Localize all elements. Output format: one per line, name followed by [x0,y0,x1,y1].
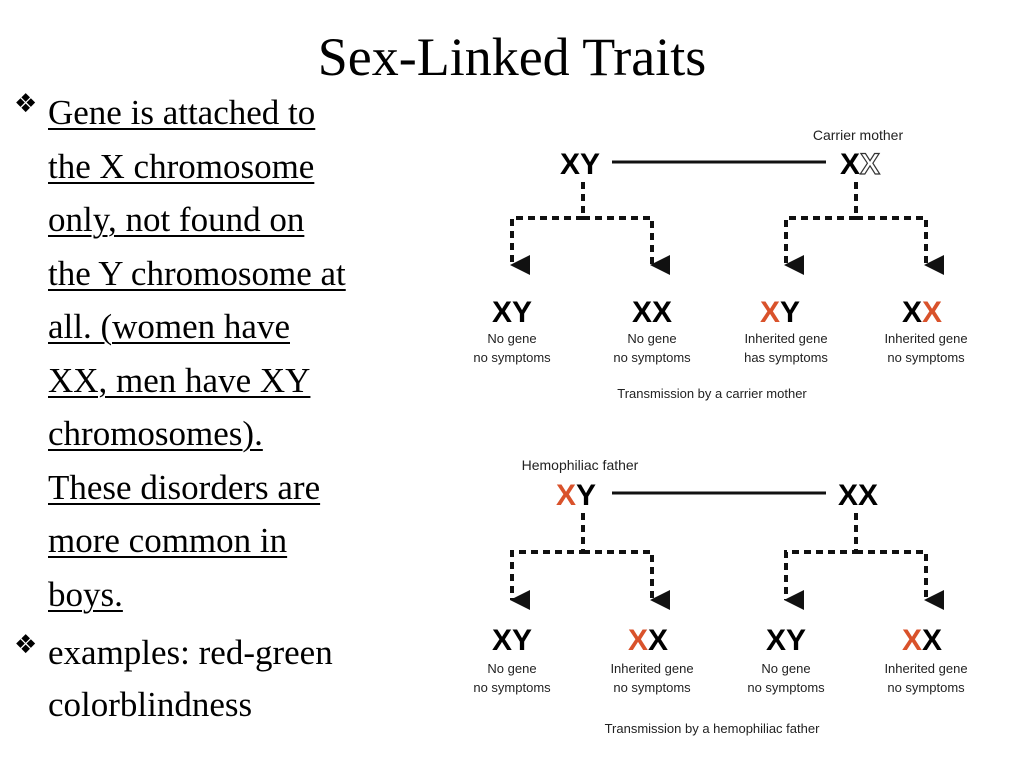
bullet-line: These disorders are [48,467,321,507]
bullet-line: more common in [48,521,288,560]
child-note: Inherited gene [744,331,827,346]
bullet-line: XX, men have XY [48,360,311,400]
father-genotype: XY [560,148,600,181]
genotype-text: XX [632,296,672,329]
child-3: XY XY Inherited gene has symptoms [744,296,828,365]
child-note: No gene [627,331,676,346]
diagram-caption: Transmission by a carrier mother [617,386,807,401]
svg-text:XY: XY [556,479,596,512]
father-genotype: XY [556,479,596,512]
slide-title: Sex-Linked Traits [317,27,707,87]
child-note: No gene [761,661,810,676]
child-note: no symptoms [473,680,551,695]
child-note: has symptoms [744,350,828,365]
mother-genotype: X X [840,147,881,181]
descent-arrow [856,550,944,610]
bullet-line: the Y chromosome at [48,253,346,293]
genotype-text: XY [560,148,600,181]
bullet-item-definition: ❖ Gene is attached to the X chromosome o… [14,86,434,621]
child-2: XX No gene no symptoms [613,296,691,365]
genotype-text: XY [492,296,532,329]
descent-arrow [583,550,670,610]
child-note: No gene [487,661,536,676]
bullet-line: only, not found on [48,200,305,239]
descent-arrow [784,513,858,610]
bullet-line: colorblindness [48,685,253,724]
carrier-mother-label: Carrier mother [813,127,904,143]
pedigree-hemophiliac-father: Hemophiliac father XY XY XX XY No gene n… [473,457,967,736]
child-note: Inherited gene [884,661,967,676]
affected-x: XX [902,296,942,329]
descent-arrow [784,182,858,275]
bullet-line: all. (women have [48,307,290,346]
bullet-item-examples: ❖ examples: red-green colorblindness [14,627,434,731]
child-note: Inherited gene [610,661,693,676]
inheritance-diagram: Carrier mother XY X X XX XY No gene no s… [473,127,967,736]
diamond-bullet-icon: ❖ [14,89,38,119]
child-note: no symptoms [887,680,965,695]
hemophiliac-father-label: Hemophiliac father [522,457,639,473]
svg-text:X: X [840,148,860,181]
diamond-bullet-icon: ❖ [14,630,38,660]
child-1: XY No gene no symptoms [473,624,551,695]
child-note: no symptoms [887,350,965,365]
diagram-caption: Transmission by a hemophiliac father [605,721,821,736]
affected-x: XX [628,624,668,657]
pedigree-carrier-mother: Carrier mother XY X X XX XY No gene no s… [473,127,967,401]
affected-x: XX [902,624,942,657]
child-1: XY No gene no symptoms [473,296,551,365]
child-note: no symptoms [747,680,825,695]
mother-genotype: XX [838,479,878,512]
bullet-line: Gene is attached to [48,93,316,132]
child-4: XX XX Inherited gene no symptoms [884,296,967,365]
bullet-line: boys. [48,574,123,614]
descent-arrow [856,216,944,275]
descent-arrow [583,216,670,275]
child-note: no symptoms [613,680,691,695]
bullet-line: chromosomes). [48,414,263,453]
affected-x: XY [760,296,800,329]
child-4: XX XX Inherited gene no symptoms [884,624,967,695]
child-3: XY No gene no symptoms [747,624,825,695]
descent-arrow [510,182,585,275]
genotype-text: XX [838,479,878,512]
bullet-line: examples: red-green [48,633,333,672]
child-note: No gene [487,331,536,346]
svg-text:X: X [860,148,880,181]
bullet-line: the X chromosome [48,146,315,186]
child-note: no symptoms [613,350,691,365]
child-note: no symptoms [473,350,551,365]
descent-arrow [510,513,585,610]
child-note: Inherited gene [884,331,967,346]
genotype-text: XY [492,624,532,657]
genotype-text: XY [766,624,806,657]
child-2: XX XX Inherited gene no symptoms [610,624,693,695]
bullet-list: ❖ Gene is attached to the X chromosome o… [14,86,434,731]
